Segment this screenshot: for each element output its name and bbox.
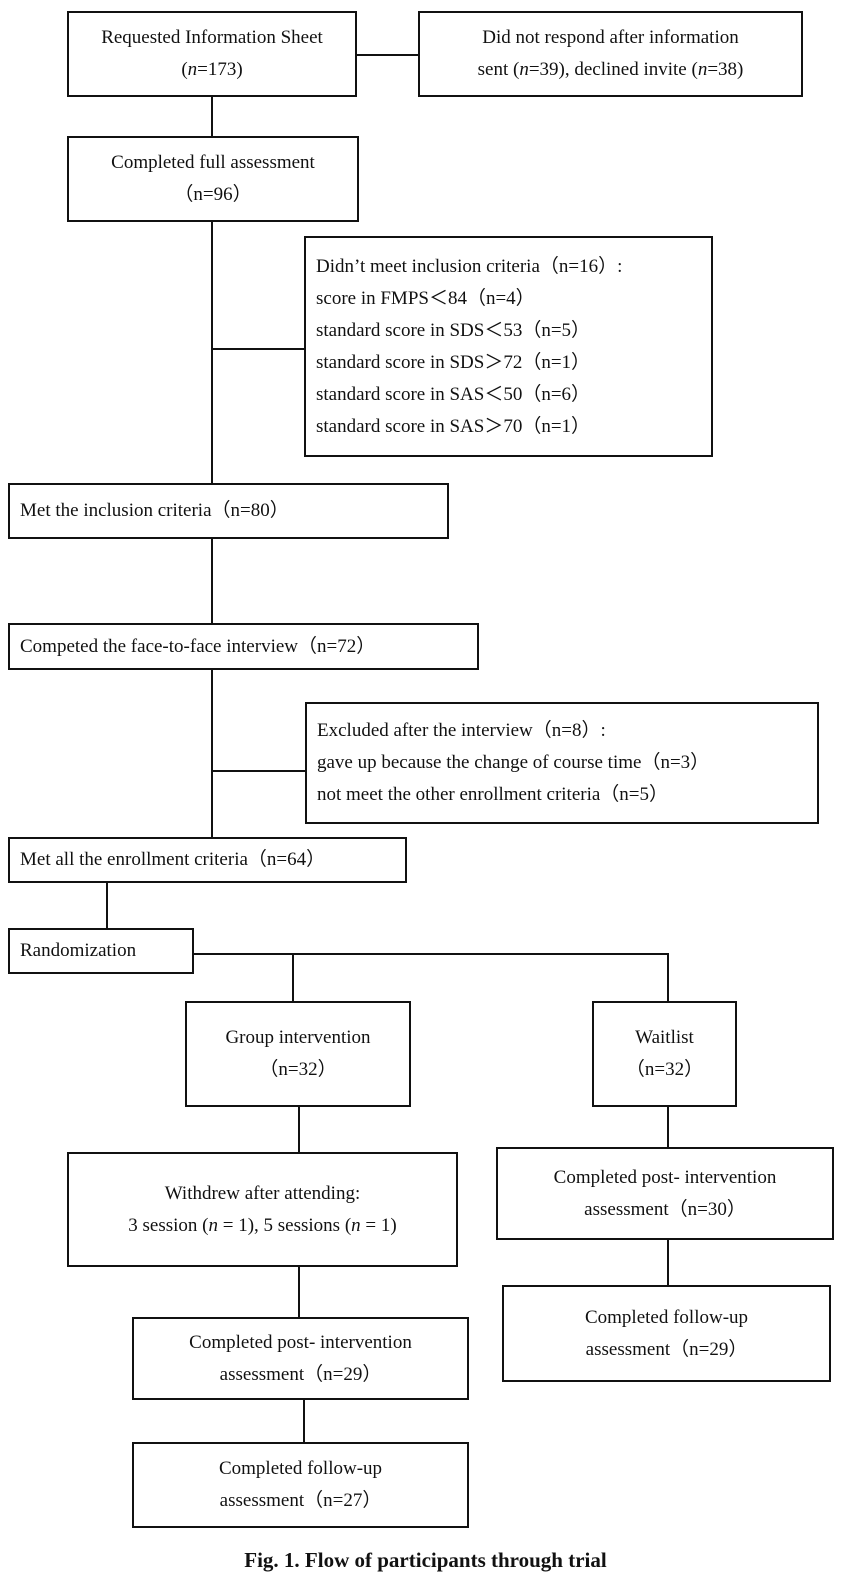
connector-withdrew-to-group-post [298, 1267, 300, 1317]
group-intervention-box: Group intervention （n=32） [185, 1001, 411, 1107]
group-follow-box: Completed follow-up assessment（n=27） [132, 1442, 469, 1528]
not-meet-inclusion-line: Didn’t meet inclusion criteria（n=16）: [316, 255, 623, 277]
group-post-box: Completed post- intervention assessment（… [132, 1317, 469, 1400]
met-inclusion-box: Met the inclusion criteria（n=80） [8, 483, 449, 539]
met-enrollment-box: Met all the enrollment criteria（n=64） [8, 837, 407, 883]
not-meet-inclusion-line: standard score in SAS＜50（n=6） [316, 383, 591, 405]
interview-label: Competed the face-to-face interview（n=72… [20, 635, 376, 657]
wait-post-count: assessment（n=30） [584, 1198, 746, 1220]
requested-info-count: (n=173) [181, 59, 243, 80]
not-meet-inclusion-line: score in FMPS＜84（n=4） [316, 287, 535, 309]
not-meet-inclusion-line: standard score in SDS＞72（n=1） [316, 351, 591, 373]
connector-branch-to-group [292, 953, 294, 1001]
group-post-count: assessment（n=29） [219, 1363, 382, 1385]
no-response-label: Did not respond after information [482, 27, 739, 48]
excluded-interview-box: Excluded after the interview（n=8）: gave … [305, 702, 819, 824]
connector-requested-to-full [211, 97, 213, 136]
randomization-box: Randomization [8, 928, 194, 974]
not-meet-inclusion-line: standard score in SAS＞70（n=1） [316, 415, 591, 437]
interview-box: Competed the face-to-face interview（n=72… [8, 623, 479, 670]
connector-to-not-meet-inclusion [211, 348, 304, 350]
waitlist-count: （n=32） [625, 1059, 704, 1080]
group-follow-count: assessment（n=27） [219, 1490, 382, 1511]
withdrew-label: Withdrew after attending: [164, 1182, 361, 1204]
full-assessment-label: Completed full assessment [111, 152, 315, 173]
wait-post-label: Completed post- intervention [553, 1166, 777, 1188]
connector-interview-to-met-enrollment [211, 670, 213, 837]
full-assessment-box: Completed full assessment （n=96） [67, 136, 359, 222]
figure-caption: Fig. 1. Flow of participants through tri… [244, 1548, 607, 1572]
connector-met-inclusion-to-interview [211, 539, 213, 623]
excluded-interview-line: Excluded after the interview（n=8）: [317, 720, 606, 741]
not-meet-inclusion-box: Didn’t meet inclusion criteria（n=16）: sc… [304, 236, 713, 457]
waitlist-box: Waitlist （n=32） [592, 1001, 737, 1107]
met-inclusion-label: Met the inclusion criteria（n=80） [20, 500, 289, 521]
connector-group-to-withdrew [298, 1107, 300, 1152]
group-follow-label: Completed follow-up [218, 1458, 383, 1479]
group-post-label: Completed post- intervention [189, 1331, 412, 1353]
connector-branch-to-waitlist [667, 953, 669, 1001]
connector-randomization-branch [193, 953, 669, 955]
not-meet-inclusion-line: standard score in SDS＜53（n=5） [316, 319, 591, 341]
withdrew-box: Withdrew after attending: 3 session (n =… [67, 1152, 458, 1267]
connector-wait-post-to-wait-follow [667, 1240, 669, 1285]
waitlist-label: Waitlist [635, 1027, 694, 1048]
connector-waitlist-to-wait-post [667, 1107, 669, 1147]
requested-info-label: Requested Information Sheet [101, 27, 323, 48]
connector-requested-to-no-response [356, 54, 418, 56]
full-assessment-count: （n=96） [174, 184, 252, 205]
connector-group-post-to-group-follow [303, 1400, 305, 1442]
withdrew-count: 3 session (n = 1), 5 sessions (n = 1) [128, 1214, 397, 1236]
wait-post-box: Completed post- intervention assessment（… [496, 1147, 834, 1240]
no-response-box: Did not respond after information sent (… [418, 11, 803, 97]
wait-follow-box: Completed follow-up assessment（n=29） [502, 1285, 831, 1382]
no-response-count: sent (n=39), declined invite (n=38) [477, 59, 744, 80]
excluded-interview-line: gave up because the change of course tim… [317, 752, 710, 773]
wait-follow-count: assessment（n=29） [585, 1338, 748, 1360]
group-intervention-count: （n=32） [259, 1059, 337, 1080]
met-enrollment-label: Met all the enrollment criteria（n=64） [20, 849, 326, 870]
connector-met-enrollment-to-randomization [106, 883, 108, 928]
group-intervention-label: Group intervention [225, 1027, 371, 1048]
requested-info-box: Requested Information Sheet (n=173) [67, 11, 357, 97]
excluded-interview-line: not meet the other enrollment criteria（n… [317, 784, 669, 805]
connector-full-to-met-inclusion [211, 222, 213, 483]
wait-follow-label: Completed follow-up [584, 1306, 749, 1328]
connector-to-excluded-interview [211, 770, 305, 772]
randomization-label: Randomization [20, 940, 137, 961]
